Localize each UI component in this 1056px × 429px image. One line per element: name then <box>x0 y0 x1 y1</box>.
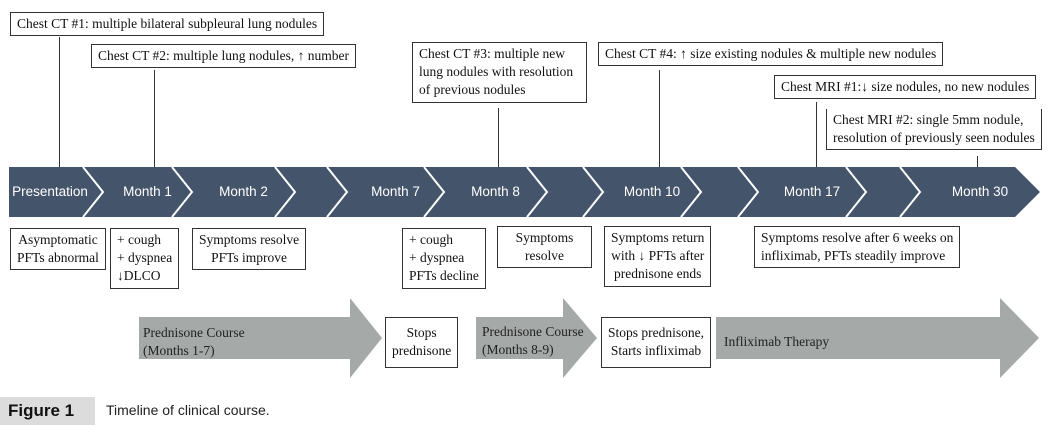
symptom-box-month2: Symptoms resolve PFTs improve <box>192 228 307 271</box>
timeline-segment-label: Presentation <box>12 184 88 199</box>
symptom-month8-line2: resolve <box>525 248 564 264</box>
symptom-month17-line2: infliximab, PFTs steadily improve <box>761 248 946 264</box>
symptom-month8-line1: Symptoms <box>515 230 574 245</box>
timeline-segment-label: Month 8 <box>471 184 520 199</box>
timeline-segment-label: Month 2 <box>219 184 268 199</box>
chest-mri2-line1: Chest MRI #2: single 5mm nodule, <box>833 112 1024 127</box>
stops-prednisone-box: Stops prednisone <box>385 317 459 368</box>
timeline-segment-label: Month 7 <box>371 184 420 199</box>
chest-ct3-line3: of previous nodules <box>419 82 526 98</box>
chest-mri2-box: Chest MRI #2: single 5mm nodule, resolut… <box>826 109 1042 151</box>
chest-ct3-box: Chest CT #3: multiple new lung nodules w… <box>412 42 587 103</box>
connector-mri1 <box>816 102 817 167</box>
prednisone-course-2-line2: (Months 8-9) <box>482 342 554 358</box>
symptom-month10-line3: prednisone ends <box>614 266 702 282</box>
prednisone-course-1-arrow <box>139 298 382 378</box>
connector-ct4 <box>659 70 660 167</box>
timeline-chevron-divider <box>326 166 349 218</box>
timeline-chevron-divider <box>82 166 105 218</box>
stops-prednisone-line1: Stops <box>406 325 437 340</box>
timeline-segment-label: Month 1 <box>123 184 172 199</box>
figure-label: Figure 1 <box>0 397 95 425</box>
prednisone-course-2-line1: Prednisone Course <box>482 324 584 339</box>
symptom-month7-line1: + cough <box>409 232 453 247</box>
symptom-box-month1: + cough + dyspnea ↓DLCO <box>110 228 180 289</box>
symptom-month1-line1: + cough <box>117 232 161 247</box>
symptom-month7-line3: PFTs decline <box>409 268 479 284</box>
prednisone-course-1-label: Prednisone Course (Months 1-7) <box>143 324 245 360</box>
symptom-month1-line2: + dyspnea <box>117 250 173 266</box>
chest-ct3-line1: Chest CT #3: multiple new <box>419 46 565 61</box>
symptom-month10-line1: Symptoms return <box>611 230 705 245</box>
stops-starts-line1: Stops prednisone, <box>608 325 704 340</box>
symptom-month2-line2: PFTs improve <box>211 250 288 266</box>
connector-ct2 <box>154 70 155 167</box>
timeline-segment-label: Month 10 <box>623 184 681 199</box>
timeline-chevron-divider <box>899 166 922 218</box>
stops-starts-box: Stops prednisone, Starts infliximab <box>601 317 711 368</box>
connector-mri2 <box>977 156 978 167</box>
stops-starts-line2: Starts infliximab <box>610 343 702 359</box>
prednisone-course-1-line2: (Months 1-7) <box>143 343 215 359</box>
timeline-segment-label: Month 17 <box>783 184 841 199</box>
symptom-presentation-line1: Asymptomatic <box>18 232 98 247</box>
symptom-box-month8: Symptoms resolve <box>497 226 592 269</box>
timeline-chevron-divider <box>582 166 605 218</box>
chest-ct1-text: Chest CT #1: multiple bilateral subpleur… <box>17 16 318 31</box>
chest-mri1-box: Chest MRI #1:↓ size nodules, no new nodu… <box>774 75 1037 100</box>
chest-ct3-line2: lung nodules with resolution <box>419 64 574 80</box>
symptom-box-presentation: Asymptomatic PFTs abnormal <box>10 228 106 271</box>
chest-mri1-text: Chest MRI #1:↓ size nodules, no new nodu… <box>781 79 1030 94</box>
figure-caption: Timeline of clinical course. <box>106 402 270 418</box>
prednisone-course-1-line1: Prednisone Course <box>143 325 245 340</box>
infliximab-therapy-text: Infliximab Therapy <box>724 334 830 349</box>
chest-ct4-box: Chest CT #4: ↑ size existing nodules & m… <box>598 42 944 67</box>
chest-ct2-text: Chest CT #2: multiple lung nodules, ↑ nu… <box>98 48 349 63</box>
timeline-band-body <box>9 167 1040 217</box>
symptom-month10-line2: with ↓ PFTs after <box>611 248 705 264</box>
chest-mri2-line2: resolution of previously seen nodules <box>833 130 1035 146</box>
connector-ct3 <box>498 108 499 167</box>
stops-prednisone-line2: prednisone <box>392 343 452 359</box>
chest-ct2-box: Chest CT #2: multiple lung nodules, ↑ nu… <box>91 44 356 69</box>
chest-ct4-text: Chest CT #4: ↑ size existing nodules & m… <box>605 46 937 61</box>
symptom-box-month7: + cough + dyspnea PFTs decline <box>402 228 486 289</box>
symptom-month2-line1: Symptoms resolve <box>199 232 300 247</box>
symptom-box-month17: Symptoms resolve after 6 weeks on inflix… <box>754 226 961 269</box>
timeline-chevron-divider <box>737 166 760 218</box>
symptom-month17-line1: Symptoms resolve after 6 weeks on <box>761 230 954 245</box>
timeline-chevron-divider <box>526 166 549 218</box>
infliximab-therapy-label: Infliximab Therapy <box>724 333 829 351</box>
timeline-chevron-divider <box>274 166 297 218</box>
symptom-month1-line3: ↓DLCO <box>117 268 161 284</box>
symptom-month7-line2: + dyspnea <box>409 250 465 266</box>
timeline-chevron-divider <box>423 166 446 218</box>
symptom-box-month10: Symptoms return with ↓ PFTs after predni… <box>604 226 712 287</box>
chest-ct1-box: Chest CT #1: multiple bilateral subpleur… <box>10 12 325 37</box>
timeline-segment-label: Month 30 <box>951 184 1009 199</box>
prednisone-course-2-label: Prednisone Course (Months 8-9) <box>482 323 584 359</box>
symptom-presentation-line2: PFTs abnormal <box>17 250 99 266</box>
infliximab-therapy-arrow <box>716 298 1039 378</box>
prednisone-course-2-arrow <box>476 298 597 378</box>
connector-ct1 <box>59 37 60 167</box>
timeline-chevron-divider <box>845 166 868 218</box>
timeline-chevron-divider <box>171 166 194 218</box>
timeline-chevron-divider <box>680 166 703 218</box>
